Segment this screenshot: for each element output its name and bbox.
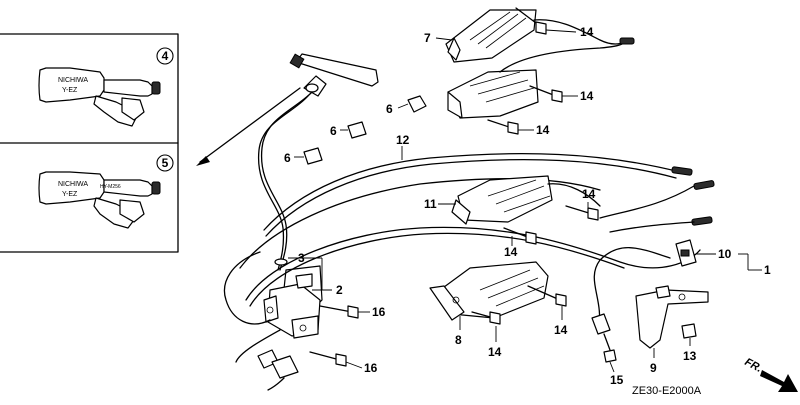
wire-clip-6-top (397, 95, 427, 113)
cap-5-model: Y-EZ (62, 191, 78, 198)
bolt-14-g (471, 311, 501, 325)
cap-4-model: Y-EZ (62, 87, 78, 94)
callout-14-d: 14 (582, 187, 596, 201)
callout-3: 3 (298, 251, 305, 265)
callout-leaders (401, 37, 691, 358)
bracket-9 (635, 285, 709, 349)
callout-6-middle: 6 (330, 124, 337, 138)
unit-11 (451, 175, 601, 225)
callout-5: 5 (162, 156, 169, 170)
wire-harness (239, 152, 715, 331)
unit-7-upper (445, 9, 635, 63)
assembly-callout-bracket (696, 253, 762, 271)
cap-5-brand: NICHIWA (58, 181, 88, 188)
callout-14-b: 14 (580, 89, 594, 103)
spark-plug-cap-5: 5 NICHIWA Y-EZ HY-M256 (38, 154, 174, 229)
callout-14-f: 14 (554, 323, 568, 337)
inset-reference-arrow (196, 87, 301, 166)
callout-6-top: 6 (386, 102, 393, 116)
bolt-14-d (565, 205, 599, 221)
connector-10 (675, 239, 697, 267)
unit-8 (429, 261, 549, 321)
spark-plug-cap-main (289, 53, 379, 97)
spark-plug-cap-inset (0, 33, 179, 253)
callout-1: 1 (764, 263, 771, 277)
ignition-wires (223, 251, 299, 391)
bolt-14-c (487, 119, 534, 135)
callout-16-upper: 16 (372, 305, 386, 319)
wire-clip-6-middle (340, 121, 367, 139)
callout-13: 13 (683, 349, 697, 363)
callout-16-lower: 16 (364, 361, 378, 375)
front-label: FR. (743, 356, 764, 375)
bolt-16-upper (319, 305, 370, 319)
cap-4-brand: NICHIWA (58, 77, 88, 84)
callout-14-g: 14 (488, 345, 502, 359)
callout-6-bottom: 6 (284, 151, 291, 165)
callout-10: 10 (718, 247, 732, 261)
bolt-15 (603, 349, 617, 373)
ground-terminal (591, 313, 611, 351)
wire-clip-6-bottom (294, 147, 323, 165)
callout-15: 15 (610, 373, 624, 387)
unit-7-lower (447, 43, 623, 119)
high-tension-cord (257, 91, 313, 271)
bolt-14-b (529, 85, 578, 103)
bolt-14-a (515, 7, 577, 35)
callout-4: 4 (162, 49, 169, 63)
callout-8: 8 (455, 333, 462, 347)
callout-2: 2 (336, 283, 343, 297)
bolt-14-e (503, 227, 537, 245)
bolt-16-lower (309, 351, 363, 369)
diagram-code: ZE30-E2000A (632, 385, 702, 397)
callout-12: 12 (396, 133, 410, 147)
bolt-14-f (527, 285, 567, 307)
callout-7: 7 (424, 31, 431, 45)
callout-9: 9 (650, 361, 657, 375)
callout-14-c: 14 (536, 123, 550, 137)
svg-text:HY-M256: HY-M256 (100, 184, 121, 190)
front-direction-arrow: FR. (743, 356, 798, 392)
callout-14-a: 14 (580, 25, 594, 39)
spark-plug-cap-4: 4 NICHIWA Y-EZ (38, 47, 174, 127)
callout-11: 11 (424, 197, 437, 211)
callout-14-e: 14 (504, 245, 518, 259)
ignition-coil (263, 265, 323, 339)
bolt-13 (681, 323, 697, 339)
